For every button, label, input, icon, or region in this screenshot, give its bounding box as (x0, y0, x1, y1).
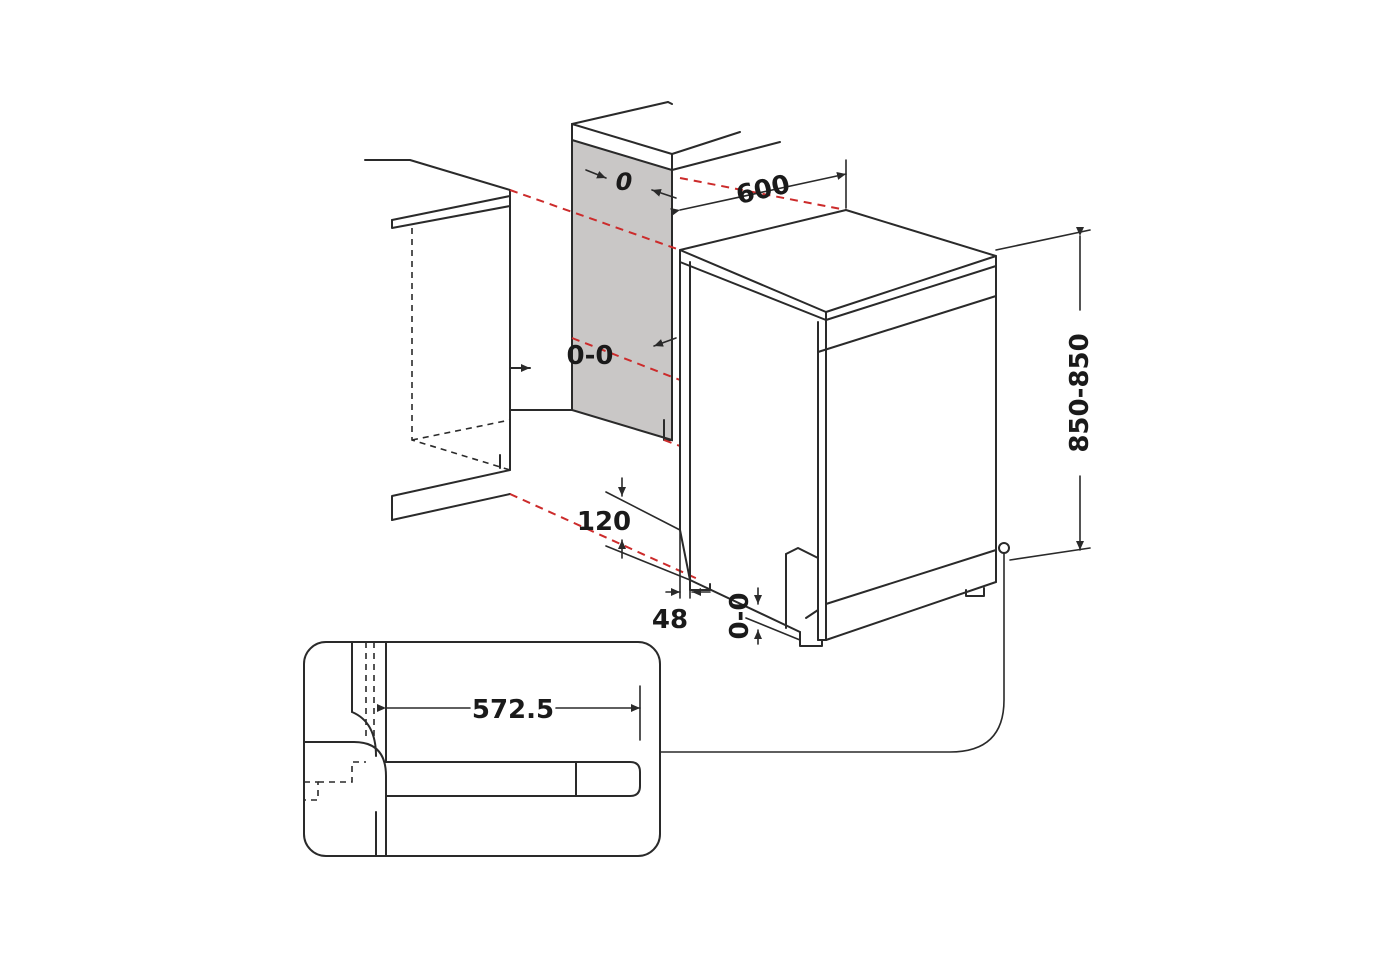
side-panel (509, 101, 781, 442)
detail-box: 572.5 (303, 641, 661, 857)
plinth-offset-label: 48 (652, 605, 688, 635)
foot-adjust-dimension: 0-0 (725, 587, 801, 645)
panel-gap-label: 0 (616, 168, 633, 196)
foot-adjust-label: 0-0 (725, 593, 755, 640)
left-cabinet (364, 159, 531, 521)
dishwasher-top (679, 209, 997, 313)
plinth-offset-dimension: 48 (652, 529, 711, 635)
height-dimension: 850-850 (995, 227, 1095, 561)
height-label: 850-850 (1065, 333, 1095, 452)
plinth-height-label: 120 (577, 507, 631, 537)
side-gap-dimension: 0-0 (567, 341, 614, 371)
depth-detail-label: 572.5 (472, 695, 554, 725)
panel-gap-dimension: 0 (616, 168, 633, 196)
detail-frame (303, 641, 661, 857)
detail-leader (659, 552, 1005, 753)
plinth-dimension: 120 (577, 477, 691, 581)
side-gap-label: 0-0 (567, 341, 614, 371)
dishwasher-body (679, 209, 1010, 647)
width-label: 600 (733, 169, 793, 210)
hinge-marker (998, 542, 1010, 554)
width-dimension: 600 (670, 159, 847, 216)
